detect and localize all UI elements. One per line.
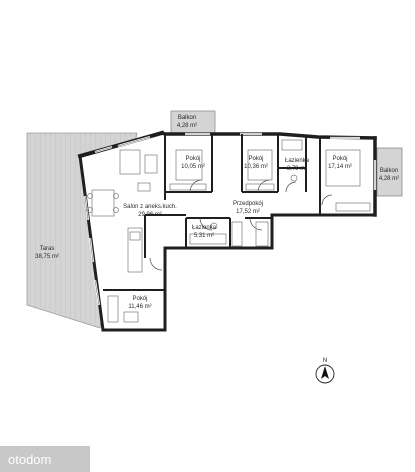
room-name: Balkon — [178, 115, 196, 121]
room-label-salon: Salon z aneks.kuch. 29,96 m² — [123, 204, 177, 218]
room-area: 4,28 m² — [379, 176, 399, 182]
room-area: 17,14 m² — [328, 164, 352, 170]
room-label-balkon-right: Balkon 4,28 m² — [379, 168, 399, 182]
window-panes — [84, 133, 376, 306]
apartment-floor — [80, 133, 375, 330]
room-area: 10,05 m² — [181, 164, 205, 170]
room-name: Pokój — [132, 296, 147, 302]
watermark: otodom — [0, 446, 90, 472]
room-label-pokoj-1: Pokój 10,05 m² — [181, 156, 205, 170]
room-name: Pokój — [332, 156, 347, 162]
room-label-przedpokoj: Przedpokój 17,52 m² — [233, 201, 263, 215]
room-label-pokoj-2: Pokój 10,36 m² — [244, 156, 268, 170]
room-label-pokoj-4: Pokój 11,46 m² — [128, 296, 151, 310]
doors — [149, 179, 333, 271]
room-name: Przedpokój — [233, 201, 263, 207]
room-name: Łazienka — [285, 158, 310, 164]
room-area: 5,31 m² — [194, 233, 214, 239]
room-area: 29,96 m² — [138, 212, 162, 218]
room-name: Taras — [40, 246, 55, 252]
room-name: Salon z aneks.kuch. — [123, 204, 177, 210]
room-label-balkon-top: Balkon 4,28 m² — [177, 115, 197, 129]
compass-label: N — [323, 358, 327, 364]
room-area: 10,36 m² — [244, 164, 268, 170]
room-name: Balkon — [380, 168, 398, 174]
room-name: Pokój — [248, 156, 263, 162]
room-area: 4,28 m² — [177, 123, 197, 129]
compass-icon: N — [315, 358, 335, 384]
furniture — [87, 139, 371, 323]
room-labels: Balkon 4,28 m² Pokój 10,05 m² Pokój 10,3… — [35, 115, 399, 310]
room-label-pokoj-3: Pokój 17,14 m² — [328, 156, 352, 170]
room-area: 11,46 m² — [128, 304, 151, 310]
watermark-text: otodom — [8, 452, 51, 467]
balcony-top — [170, 110, 216, 136]
room-area: 17,52 m² — [236, 209, 260, 215]
room-label-lazienka-2: Łazienka 5,31 m² — [192, 225, 217, 239]
balcony-right — [376, 147, 403, 197]
interior-walls — [103, 134, 321, 291]
room-label-taras: Taras 38,75 m² — [35, 246, 59, 260]
room-name: Łazienka — [192, 225, 217, 231]
room-label-lazienka-1: Łazienka 3,79 m² — [285, 158, 310, 172]
room-area: 3,79 m² — [287, 166, 307, 172]
room-area: 38,75 m² — [35, 254, 59, 260]
room-name: Pokój — [185, 156, 200, 162]
